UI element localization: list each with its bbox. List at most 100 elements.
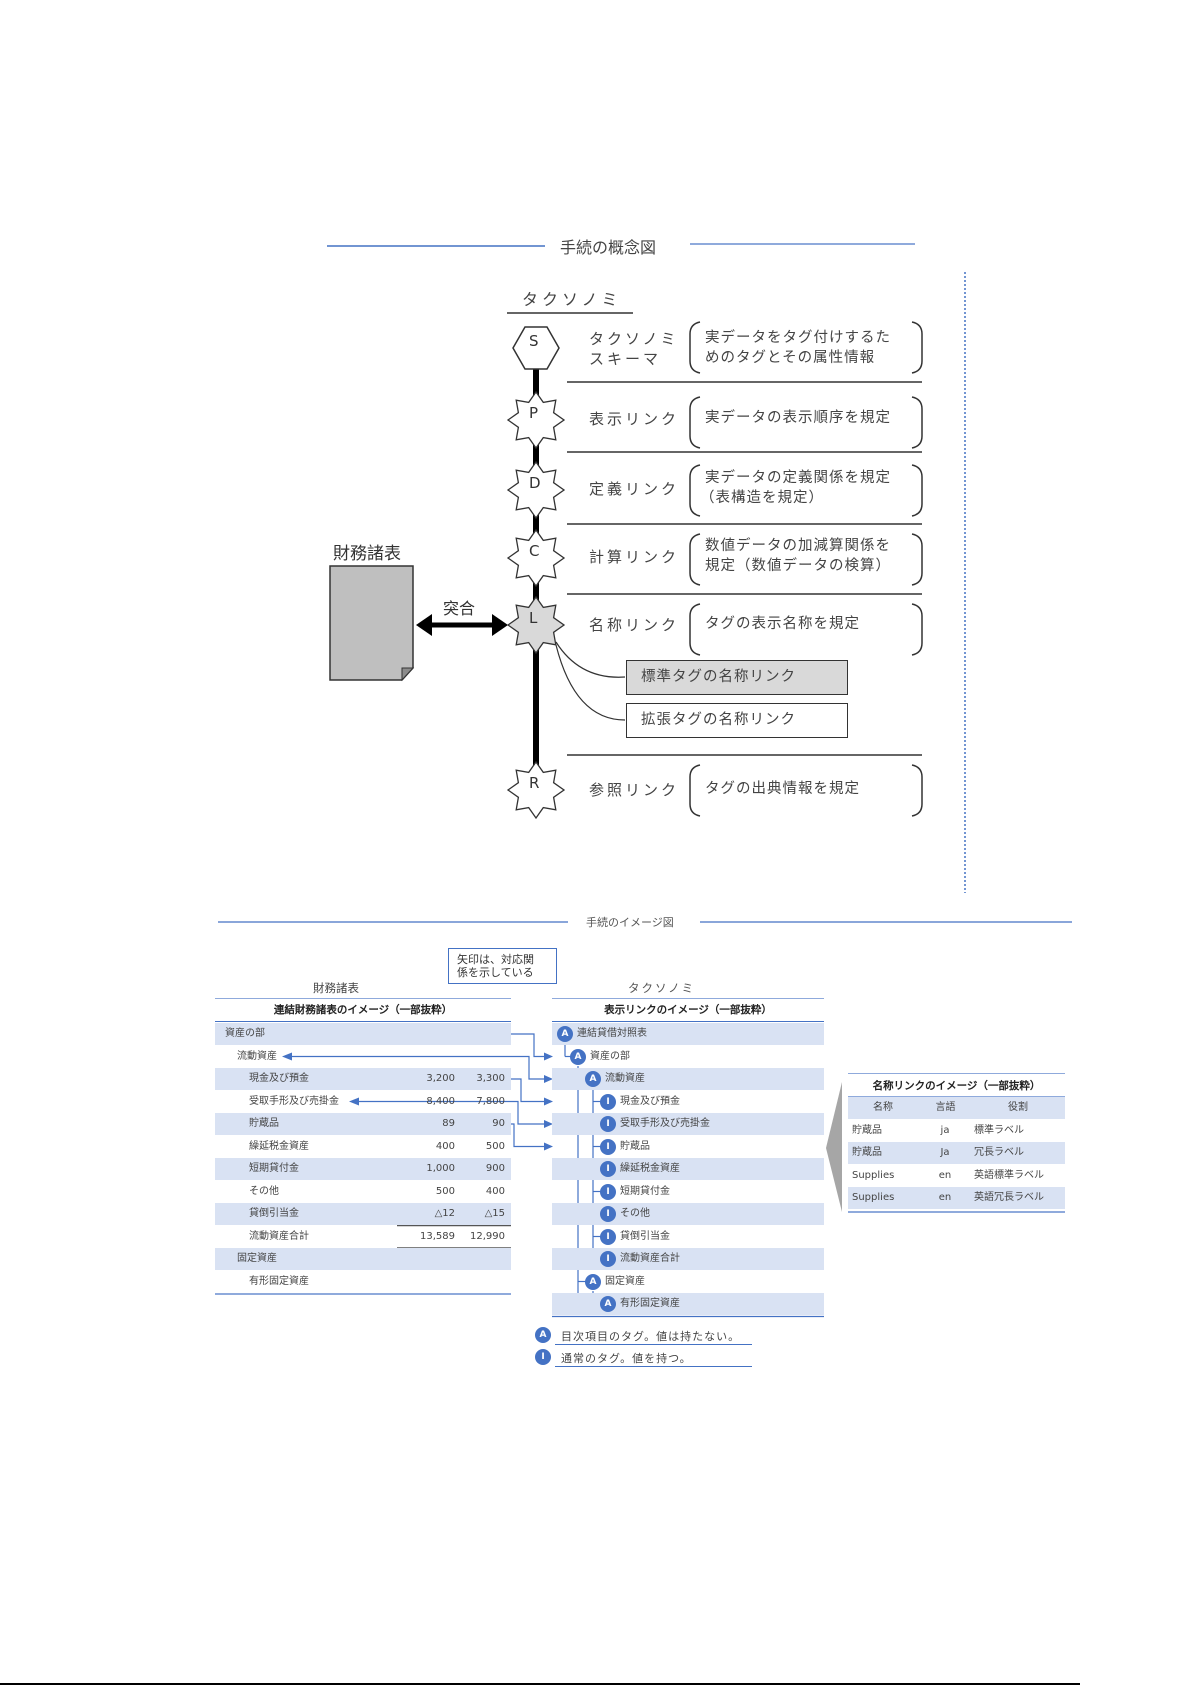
fs-row-label: 流動資産 bbox=[237, 1050, 277, 1062]
abstract-tag-icon: A bbox=[600, 1296, 616, 1312]
node-description: 実データをタグ付けするた bbox=[705, 330, 891, 346]
fs-row-label: 固定資産 bbox=[237, 1253, 277, 1264]
item-tag-icon: I bbox=[600, 1138, 616, 1155]
item-tag-icon: I bbox=[600, 1206, 616, 1222]
nl-bottom-rule bbox=[848, 1210, 1065, 1213]
match-double-arrow bbox=[416, 614, 508, 636]
concept-title: 手続の概念図 bbox=[550, 234, 667, 258]
arrow-note-line: 係を示している bbox=[457, 966, 534, 979]
nl-title-rule bbox=[848, 1096, 1065, 1097]
item-tag-icon: I bbox=[600, 1228, 616, 1245]
fs-row: 流動資産 bbox=[215, 1046, 511, 1068]
connector-standard bbox=[555, 641, 626, 678]
arrow-note-line: 矢印は、対応関 bbox=[457, 953, 534, 966]
taxonomy-section-header: タクソノミ bbox=[628, 981, 696, 995]
name-link-role: 標準ラベル bbox=[974, 1124, 1024, 1136]
fs-row-label: 受取手形及び売掛金 bbox=[249, 1095, 339, 1107]
name-link-name: Supplies bbox=[852, 1192, 895, 1203]
taxonomy-row-label: 流動資産 bbox=[605, 1073, 645, 1084]
tax-table-title: 表示リンクのイメージ（一部抜粋） bbox=[604, 1004, 772, 1016]
taxonomy-row-label: 受取手形及び売掛金 bbox=[620, 1118, 710, 1129]
fs-row-label: 貯蔵品 bbox=[249, 1118, 279, 1129]
name-link-role: 冗長ラベル bbox=[974, 1147, 1024, 1158]
node-s-shape bbox=[512, 326, 560, 370]
fs-title-rule bbox=[215, 1021, 511, 1022]
fs-row-label: 資産の部 bbox=[225, 1028, 265, 1039]
item-tag-icon: I bbox=[600, 1116, 616, 1132]
standard-tag-name-link-label: 標準タグの名称リンク bbox=[641, 669, 796, 685]
node-label: 名称リンク bbox=[589, 616, 680, 634]
tax-title-rule bbox=[552, 1021, 824, 1022]
name-link-lang: en bbox=[938, 1192, 952, 1203]
mapping-arrow bbox=[282, 1052, 553, 1083]
taxonomy-row-label: その他 bbox=[620, 1208, 650, 1219]
standard-tag-name-link-box: 標準タグの名称リンク bbox=[626, 660, 848, 695]
name-link-name: 貯蔵品 bbox=[852, 1124, 882, 1136]
item-tag-icon: I bbox=[600, 1251, 616, 1267]
taxonomy-row-label: 有形固定資産 bbox=[620, 1298, 680, 1309]
abstract-tag-icon: A bbox=[570, 1048, 586, 1065]
connector-extended bbox=[555, 644, 626, 721]
taxonomy-row-label: 短期貸付金 bbox=[620, 1185, 670, 1197]
match-label: 突合 bbox=[443, 599, 476, 618]
fs-row-label: 貸倒引当金 bbox=[249, 1208, 299, 1219]
node-description: 実データの定義関係を規定 bbox=[705, 470, 891, 486]
fs-row: 有形固定資産 bbox=[215, 1271, 511, 1293]
node-l-shape bbox=[506, 595, 566, 655]
name-link-row: 貯蔵品 ja 標準ラベル bbox=[848, 1120, 1065, 1142]
page-bottom-rule bbox=[0, 1683, 1080, 1685]
nl-top-rule bbox=[848, 1073, 1065, 1074]
fs-row: 貸倒引当金△12△15 bbox=[215, 1203, 511, 1225]
taxonomy-row-label: 流動資産合計 bbox=[620, 1253, 680, 1264]
fs-top-rule bbox=[215, 998, 511, 999]
item-tag-icon: I bbox=[600, 1183, 616, 1200]
fs-value-prior: 500 bbox=[485, 1140, 505, 1152]
legend-item-icon: I bbox=[535, 1349, 551, 1365]
extended-tag-name-link-box: 拡張タグの名称リンク bbox=[626, 703, 848, 738]
node-label: 表示リンク bbox=[589, 410, 680, 428]
fs-value-prior: 7,800 bbox=[476, 1095, 505, 1107]
mapping-arrow bbox=[349, 1097, 553, 1128]
name-link-column-header: 名称 bbox=[873, 1102, 893, 1113]
legend-text: 通常のタグ。値を持つ。 bbox=[561, 1352, 692, 1365]
fs-value-prior: △15 bbox=[484, 1208, 505, 1219]
fs-row: 受取手形及び売掛金 8,400 7,800 bbox=[215, 1091, 511, 1113]
taxonomy-header: タクソノミ bbox=[522, 290, 622, 309]
taxonomy-row: A 有形固定資産 bbox=[552, 1293, 824, 1315]
name-link-lang: Ja bbox=[940, 1147, 950, 1158]
name-link-column-header: 言語 bbox=[935, 1102, 956, 1113]
taxonomy-row-label: 固定資産 bbox=[605, 1275, 645, 1287]
node-description: 実データの表示順序を規定 bbox=[705, 410, 891, 426]
node-c-shape bbox=[506, 528, 566, 588]
node-description: （表構造を規定） bbox=[700, 490, 824, 506]
node-description: タグの表示名称を規定 bbox=[705, 616, 860, 632]
financial-statements-label: 財務諸表 bbox=[333, 544, 401, 564]
name-link-column-header: 役割 bbox=[1008, 1102, 1028, 1113]
abstract-tag-icon: A bbox=[585, 1273, 601, 1290]
name-link-lang: ja bbox=[940, 1124, 950, 1136]
taxonomy-row: A 固定資産 bbox=[552, 1271, 824, 1293]
node-description: めのタグとその属性情報 bbox=[705, 350, 876, 366]
name-link-name: 貯蔵品 bbox=[852, 1147, 882, 1158]
fs-row-label: 有形固定資産 bbox=[249, 1275, 309, 1287]
fs-value-current: 400 bbox=[435, 1140, 455, 1152]
node-d-shape bbox=[506, 460, 566, 520]
fs-row: 固定資産 bbox=[215, 1248, 511, 1270]
fs-value-current: 8,400 bbox=[426, 1095, 455, 1107]
node-letter: C bbox=[529, 542, 540, 560]
fs-row: 資産の部 bbox=[215, 1023, 511, 1045]
name-link-title: 名称リンクのイメージ（一部抜粋） bbox=[872, 1080, 1041, 1092]
fs-value-prior: 3,300 bbox=[476, 1073, 505, 1084]
